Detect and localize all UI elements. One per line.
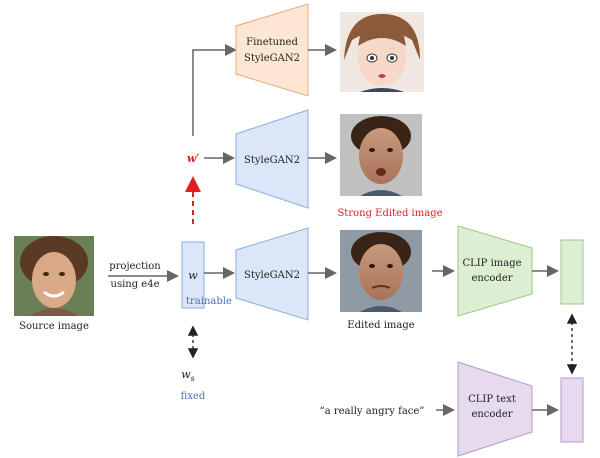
stylegan-top-block [235,109,309,209]
source-face-image [14,236,94,316]
text-prompt: “a really angry face” [320,406,425,417]
finetuned-label-line2: StyleGAN2 [244,53,300,64]
clip-text-encoder-block [457,361,533,457]
w-prime-to-finetuned-arrow [192,44,237,136]
source-image-label: Source image [19,321,89,332]
finetuned-stylegan-block [235,3,309,97]
cartoon-face-image [340,12,424,92]
latent-w-box [181,241,205,309]
clip-text-label-line2: encoder [471,409,512,420]
clip-image-label-line2: encoder [471,273,512,284]
clip-text-label-line1: CLIP text [468,394,516,405]
clip-image-encoder-block [457,225,533,317]
stylegan-mid-label: StyleGAN2 [244,270,300,281]
finetuned-label-line1: Finetuned [246,37,298,48]
latent-w-label: w [188,269,198,282]
latent-w-prime-label: w′ [187,152,199,165]
strong-edited-face-image [340,114,422,196]
image-embedding-box [560,239,584,305]
text-embedding-box [560,377,584,443]
edited-image-label: Edited image [347,320,414,331]
trainable-label: trainable [186,296,232,307]
clip-image-label-line1: CLIP image [462,258,521,269]
projection-label-line1: projection [109,261,161,272]
latent-ws-label: ws [181,368,195,383]
projection-label-line2: using e4e [111,279,160,290]
stylegan-top-label: StyleGAN2 [244,155,300,166]
strong-edited-image-label: Strong Edited image [337,208,442,219]
stylegan-mid-block [235,227,309,321]
fixed-label: fixed [181,391,206,402]
edited-face-image [340,230,422,312]
